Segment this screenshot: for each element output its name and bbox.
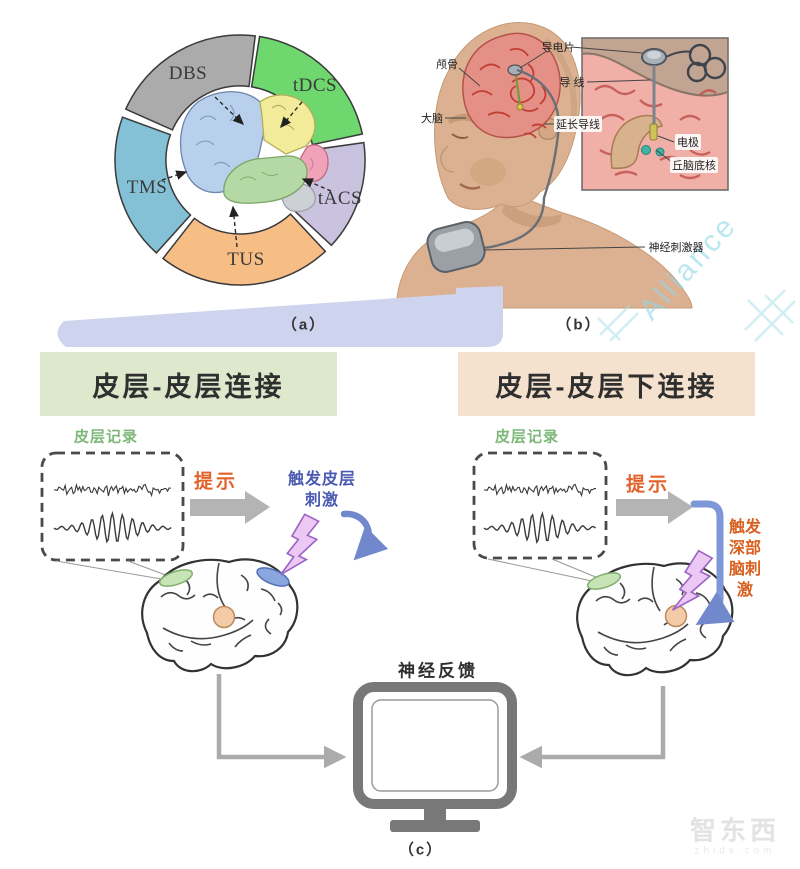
inset-target-nucleus xyxy=(641,145,651,155)
panel-label-b: （b） xyxy=(556,316,602,334)
ring-label-tus: TUS xyxy=(227,249,265,270)
cue-arrow-left xyxy=(190,491,270,524)
bracket-arrow-right xyxy=(690,500,735,626)
waveforms-left xyxy=(53,482,172,544)
cortical-electrode-blue-left xyxy=(256,567,290,587)
title-cortex-cortex: 皮层-皮层连接 xyxy=(40,352,337,416)
panel-b-leader-lines xyxy=(445,46,675,251)
ring-label-tms: TMS xyxy=(126,177,168,198)
panel-c-graphics xyxy=(40,451,735,832)
neurofeedback-label: 神经反馈 xyxy=(398,661,478,681)
cue-label-left: 提示 xyxy=(193,471,239,493)
ring-label-dbs: DBS xyxy=(168,63,208,84)
loop-arrow-left xyxy=(340,510,389,561)
panel-label-a: （a） xyxy=(281,316,327,334)
label-brain: 大脑 xyxy=(421,113,443,125)
recording-label-left: 皮层记录 xyxy=(73,428,139,446)
ring-label-tacs: tACS xyxy=(317,188,363,209)
ring-segment-tms xyxy=(114,116,192,254)
extension-wire xyxy=(471,68,560,249)
cortical-electrode-green-right xyxy=(586,572,622,590)
magnifier-lines xyxy=(55,558,599,582)
ring-label-tdcs: tDCS xyxy=(292,75,338,96)
recording-box-right xyxy=(472,451,608,560)
recording-box-left xyxy=(40,451,185,562)
stimulation-bolt-left xyxy=(280,513,320,576)
recording-label-right: 皮层记录 xyxy=(494,428,560,446)
stimulation-bolt-right xyxy=(671,549,714,611)
waveforms-right xyxy=(483,482,597,544)
cortical-electrode-green-left xyxy=(158,569,194,587)
label-subthalamic-nucleus: 丘脑底核 xyxy=(670,157,718,173)
watermark-brand-domain: zhidx.com xyxy=(694,845,776,857)
cue-label-right: 提示 xyxy=(625,474,671,496)
scalp-conductive-pad xyxy=(507,64,523,76)
torso xyxy=(395,191,693,309)
neurostimulator-device xyxy=(426,221,486,273)
deep-target-left xyxy=(212,605,236,629)
panel-a-ring-diagram xyxy=(114,34,366,286)
coiled-lead xyxy=(686,43,727,83)
label-electrode: 电极 xyxy=(675,134,701,150)
exposed-brain xyxy=(462,32,561,139)
watermark-hatch xyxy=(597,289,796,342)
ring-segment-tus xyxy=(161,213,327,286)
title-cortex-subcortex: 皮层-皮层下连接 xyxy=(458,352,755,416)
neurofeedback-monitor xyxy=(353,682,517,832)
label-lead: 导 线 xyxy=(559,77,585,89)
label-neurostimulator: 神经刺激器 xyxy=(648,242,704,254)
inset-electrode xyxy=(649,123,658,141)
ring-pointer-arrows xyxy=(161,96,332,248)
ring-segment-dbs xyxy=(124,34,257,131)
feedback-arrow-right xyxy=(519,686,666,769)
inset-ventricle-band xyxy=(610,114,663,170)
deep-stim-label: 触发深部脑刺激 xyxy=(728,519,761,600)
feedback-arrow-left xyxy=(216,674,347,769)
label-conductive-pad: 导电片 xyxy=(541,42,575,54)
cortical-stim-label: 触发皮层 刺激 xyxy=(287,471,357,509)
label-skull: 颅骨 xyxy=(436,59,458,71)
label-extension-lead: 延长导线 xyxy=(554,116,602,132)
cue-arrow-right xyxy=(616,491,693,524)
watermark-brand: 智东西 xyxy=(689,815,781,846)
panel-label-c: （c） xyxy=(398,841,444,859)
brain-lobes-illustration xyxy=(179,91,329,212)
